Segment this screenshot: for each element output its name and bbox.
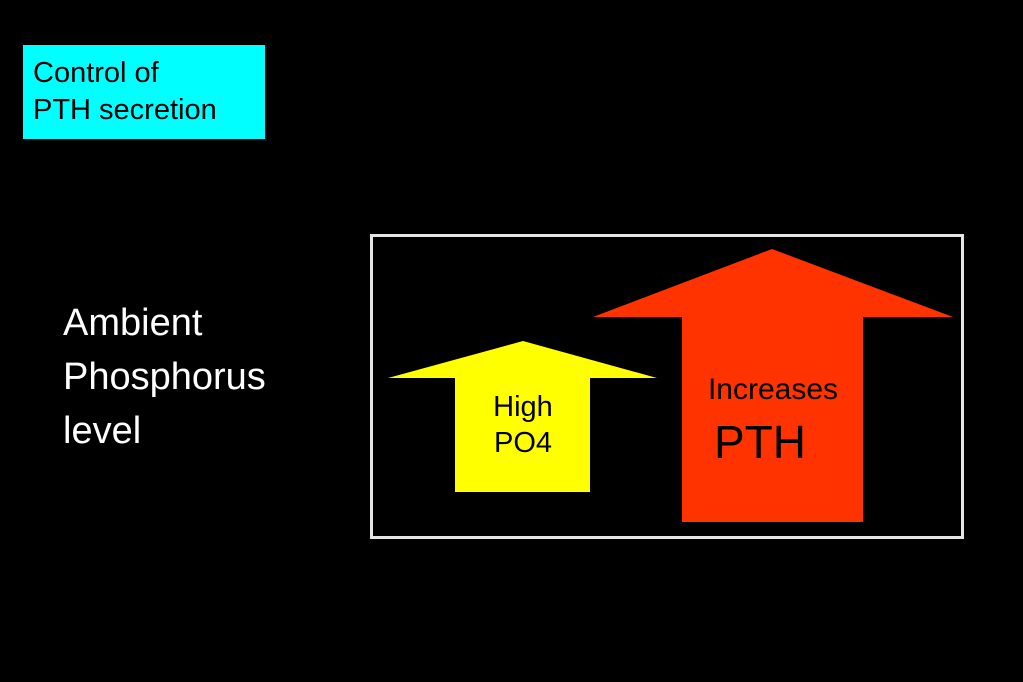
high-po4-text: High PO4 (463, 389, 583, 461)
title-line-2: PTH secretion (33, 94, 217, 126)
increases-text: Increases (707, 373, 839, 406)
pth-text: PTH (714, 416, 806, 468)
ambient-phosphorus-label: Ambient Phosphorus level (63, 296, 266, 458)
title-box: Control of PTH secretion (23, 45, 265, 139)
high-po4-line-1: High (493, 391, 553, 423)
high-po4-line-2: PO4 (493, 427, 553, 459)
title-line-1: Control of (33, 57, 159, 89)
side-label-line-1: Ambient (63, 302, 203, 344)
side-label-line-2: Phosphorus (63, 356, 266, 398)
side-label-line-3: level (63, 410, 142, 452)
diagram-frame (370, 234, 964, 539)
